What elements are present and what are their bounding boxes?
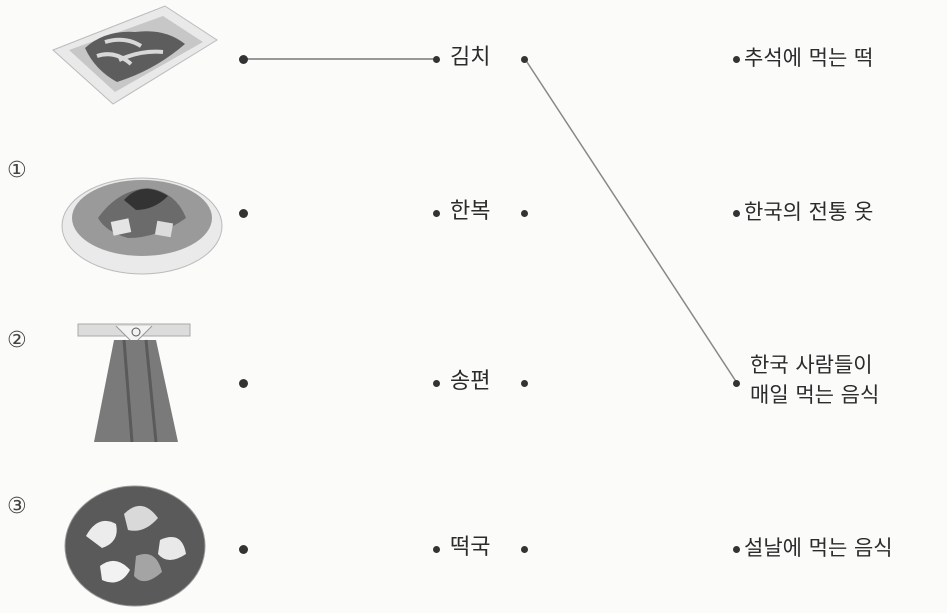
row-number: ① — [7, 160, 27, 182]
line-kimchi-to-daily-food — [525, 59, 737, 383]
left-dot[interactable] — [239, 545, 248, 554]
description-dot[interactable] — [733, 380, 740, 387]
left-dot[interactable] — [239, 379, 248, 388]
description-text: 한국의 전통 옷 — [744, 197, 873, 227]
left-dot[interactable] — [239, 209, 248, 218]
word-hanbok: 한복 — [450, 201, 490, 223]
description-text: 추석에 먹는 떡 — [744, 43, 873, 73]
word-right-dot[interactable] — [521, 380, 528, 387]
description-dot[interactable] — [733, 56, 740, 63]
word-right-dot[interactable] — [521, 546, 528, 553]
description-text: 설날에 먹는 음식 — [744, 533, 893, 563]
hanbok-icon — [76, 318, 194, 442]
word-kimchi: 김치 — [450, 47, 490, 69]
word-left-dot[interactable] — [433, 210, 440, 217]
word-left-dot[interactable] — [433, 546, 440, 553]
word-right-dot[interactable] — [521, 210, 528, 217]
kimchi-dish-icon — [45, 0, 220, 108]
row-number: ③ — [7, 496, 27, 518]
word-left-dot[interactable] — [433, 56, 440, 63]
word-left-dot[interactable] — [433, 380, 440, 387]
description-text: 한국 사람들이 매일 먹는 음식 — [750, 350, 879, 411]
word-right-dot[interactable] — [521, 56, 528, 63]
description-dot[interactable] — [733, 546, 740, 553]
row-number: ② — [7, 330, 27, 352]
description-dot[interactable] — [733, 210, 740, 217]
word-tteokguk: 떡국 — [450, 537, 490, 559]
word-songpyeon: 송편 — [450, 371, 490, 393]
left-dot[interactable] — [239, 55, 248, 64]
songpyeon-plate-icon — [64, 484, 206, 608]
soup-bowl-icon — [58, 160, 226, 278]
